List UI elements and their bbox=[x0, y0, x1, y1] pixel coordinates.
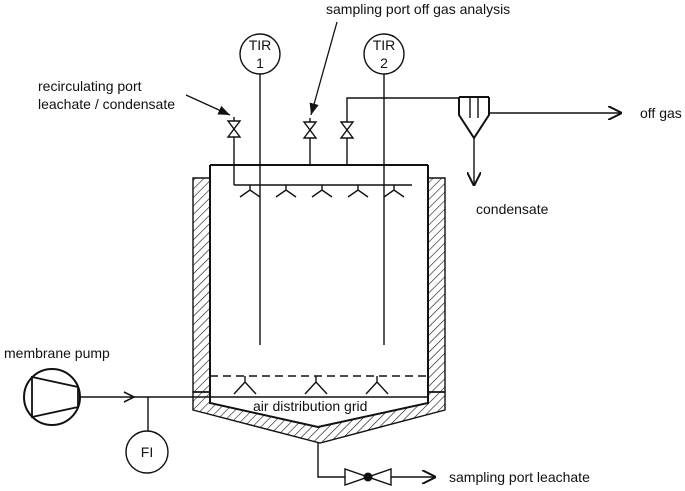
condensate-separator bbox=[458, 96, 622, 186]
label-recirculating-port: recirculating port bbox=[38, 78, 142, 94]
label-condensate: condensate bbox=[476, 201, 549, 217]
recirculation-line bbox=[226, 117, 242, 185]
tir-2-instrument: TIR 2 bbox=[363, 33, 405, 345]
tir-1-tag: TIR bbox=[249, 37, 272, 53]
offgas-sampling-valve[interactable] bbox=[302, 121, 318, 139]
left-wall-insulation bbox=[192, 177, 211, 393]
label-off-gas: off gas bbox=[640, 105, 682, 121]
label-air-distribution-grid: air distribution grid bbox=[253, 398, 367, 414]
offgas-valve[interactable] bbox=[339, 121, 355, 139]
recirculation-valve[interactable] bbox=[226, 120, 242, 138]
inner-liner bbox=[209, 165, 429, 429]
membrane-pump bbox=[23, 368, 81, 426]
leachate-outlet bbox=[317, 443, 436, 486]
air-distribution-grid bbox=[210, 375, 428, 398]
fi-tag: FI bbox=[141, 444, 153, 460]
tir-2-tag: TIR bbox=[373, 37, 396, 53]
pointer-recirculating-port bbox=[185, 94, 231, 116]
label-leachate-condensate: leachate / condensate bbox=[38, 96, 175, 112]
offgas-sampling-line bbox=[302, 118, 318, 165]
reactor-vessel bbox=[192, 164, 446, 444]
label-sampling-port-leachate: sampling port leachate bbox=[449, 469, 590, 485]
label-sampling-port-offgas: sampling port off gas analysis bbox=[326, 1, 510, 17]
leachate-valve-stem bbox=[363, 472, 373, 482]
spray-nozzles bbox=[239, 185, 405, 198]
air-flow-arrow bbox=[123, 391, 136, 403]
tir-1-number: 1 bbox=[256, 55, 264, 71]
tir-1-instrument: TIR 1 bbox=[239, 33, 281, 345]
pointer-sampling-port-offgas bbox=[309, 21, 338, 116]
tir-2-number: 2 bbox=[380, 55, 388, 71]
offgas-line bbox=[339, 97, 474, 165]
label-membrane-pump: membrane pump bbox=[4, 345, 110, 361]
spray-header bbox=[234, 184, 412, 198]
right-wall-insulation bbox=[427, 177, 446, 393]
fi-instrument: FI bbox=[125, 397, 169, 474]
